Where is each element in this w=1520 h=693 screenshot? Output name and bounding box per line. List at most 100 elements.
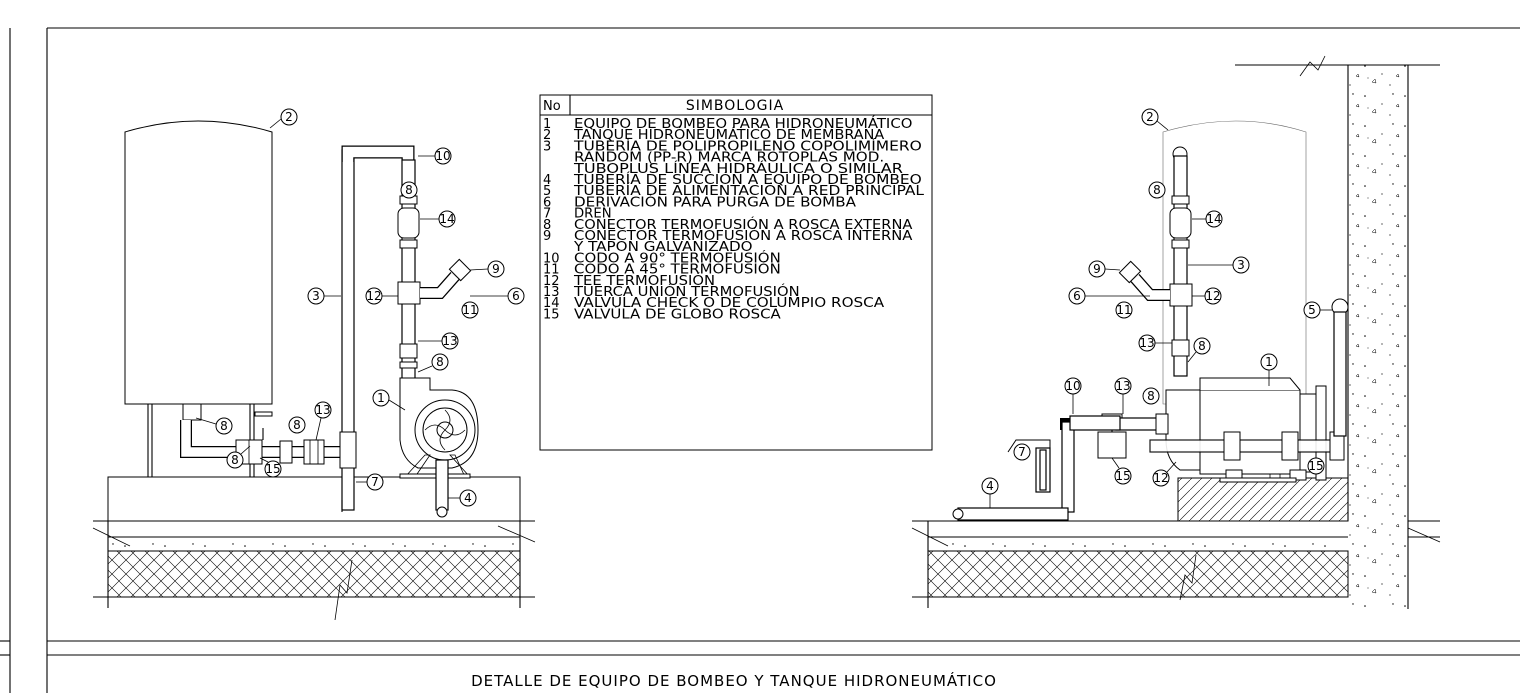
- callout-right-12b: 12: [1152, 461, 1177, 487]
- callout-right-8a: 8: [1148, 181, 1166, 199]
- symbology-row-text: TANQUE HIDRÓNEUMÁTICO DE MEMBRANA: [573, 127, 884, 143]
- callout-left-12: 12: [365, 287, 398, 305]
- svg-text:8: 8: [293, 418, 301, 432]
- svg-text:2: 2: [285, 110, 293, 124]
- svg-text:12: 12: [366, 289, 381, 303]
- svg-text:8: 8: [1147, 389, 1155, 403]
- svg-text:6: 6: [512, 289, 520, 303]
- callout-left-9: 9: [469, 260, 505, 278]
- right-elevation: [911, 55, 1441, 609]
- symbology-row-text: TUBERÍA DE POLIPROPILENO COPOLIMÍMERO: [573, 138, 922, 154]
- svg-text:12: 12: [1205, 289, 1220, 303]
- callout-left-13b: 13: [314, 401, 332, 441]
- symbology-row-text: CONECTOR TERMOFUSIÓN A ROSCA INTERNA: [574, 228, 913, 244]
- symbology-row-text: DERIVACIÓN PARA PURGA DE BOMBA: [574, 194, 856, 210]
- symbology-header-no: No: [543, 99, 561, 114]
- callout-right-8b: 8: [1187, 337, 1211, 363]
- callout-right-1: 1: [1260, 353, 1278, 386]
- symbology-row-text: TUERCA UNIÓN TERMOFUSIÓN: [573, 284, 800, 300]
- pump-right: [1165, 389, 1201, 471]
- callout-right-12: 12: [1192, 287, 1222, 305]
- svg-text:11: 11: [462, 303, 477, 317]
- callout-right-9: 9: [1088, 260, 1121, 278]
- symbology-row-number: 11: [543, 263, 560, 278]
- svg-text:4: 4: [986, 479, 994, 493]
- callout-right-3: 3: [1188, 256, 1250, 274]
- callout-left-8b: 8: [417, 353, 449, 373]
- svg-text:10: 10: [1065, 379, 1080, 393]
- svg-text:15: 15: [1308, 459, 1323, 473]
- symbology-row-text: TUBERÍA DE ALIMENTACIÓN A RED PRINCIPAL: [573, 183, 925, 199]
- symbology-row-number: 13: [543, 285, 560, 300]
- symbology-row-number: 3: [543, 139, 551, 154]
- symbology-row-text: RANDOM (PP-R) MARCA ROTOPLAS MOD.: [574, 151, 884, 166]
- left-elevation: [92, 120, 536, 621]
- tank-left: [124, 120, 273, 405]
- svg-text:1: 1: [377, 391, 385, 405]
- symbology-title: SIMBOLOGIA: [686, 98, 784, 114]
- callout-right-10: 10: [1064, 377, 1082, 414]
- symbology-row-number: 5: [543, 184, 551, 199]
- svg-text:2: 2: [1146, 110, 1154, 124]
- callout-right-15b: 15: [1307, 457, 1325, 475]
- symbology-row-text: EQUIPO DE BOMBEO PARA HIDRONEUMÁTICO: [574, 116, 912, 132]
- callout-left-4: 4: [448, 489, 477, 507]
- svg-text:8: 8: [1153, 183, 1161, 197]
- symbology-row-text: CODO A 45° TERMOFUSIÓN: [574, 262, 781, 278]
- callout-left-15: 15: [259, 457, 282, 478]
- symbology-row-number: 8: [543, 218, 551, 233]
- symbology-row-number: 7: [543, 207, 551, 222]
- symbology-row-number: 14: [543, 296, 560, 311]
- svg-text:8: 8: [436, 355, 444, 369]
- symbology-row-text: VALVULA CHECK O DE COLUMPIO ROSCA: [574, 296, 884, 311]
- symbology-row-number: 15: [543, 307, 560, 322]
- svg-text:8: 8: [1198, 339, 1206, 353]
- svg-text:13: 13: [315, 403, 330, 417]
- callout-right-6: 6: [1068, 287, 1150, 305]
- symbology-row-text: TUBERÍA DE SUCCIÓN A EQUIPO DE BOMBEO: [573, 172, 922, 188]
- callout-right-8c: 8: [1142, 387, 1160, 405]
- svg-text:13: 13: [442, 334, 457, 348]
- symbology-row-text: Y TAPON GALVANIZADO: [573, 240, 753, 255]
- callout-right-15a: 15: [1111, 457, 1132, 485]
- callout-left-10: 10: [418, 147, 452, 165]
- callout-left-1: 1: [372, 389, 406, 411]
- callout-left-8c: 8: [195, 417, 233, 435]
- callout-right-14: 14: [1192, 210, 1223, 228]
- svg-text:14: 14: [1206, 212, 1221, 226]
- callout-left-14: 14: [420, 210, 456, 228]
- callout-right-7: 7: [1013, 443, 1031, 461]
- symbology-row-text: CONECTOR TERMOFUSIÓN A ROSCA EXTERNA: [574, 217, 913, 233]
- svg-text:15: 15: [265, 462, 280, 476]
- symbology-row-text: TUBOPLUS LÍNEA HIDRÁULICA O SIMILAR: [573, 161, 903, 177]
- svg-text:5: 5: [1308, 303, 1316, 317]
- callout-left-13a: 13: [418, 332, 459, 350]
- svg-text:9: 9: [1093, 262, 1101, 276]
- svg-text:3: 3: [312, 289, 320, 303]
- svg-text:11: 11: [1116, 303, 1131, 317]
- svg-text:6: 6: [1073, 289, 1081, 303]
- tank-right: [1162, 120, 1307, 405]
- callout-right-13a: 13: [1138, 334, 1172, 352]
- left-callouts: 2 10 8 14 9 3 12 6 11 13 8 1 13 8 8 8 15…: [195, 108, 525, 507]
- callout-left-2: 2: [269, 108, 298, 129]
- symbology-row-number: 4: [543, 173, 551, 188]
- callout-left-7: 7: [356, 473, 384, 491]
- svg-text:13: 13: [1139, 336, 1154, 350]
- svg-text:14: 14: [439, 212, 454, 226]
- callout-left-6: 6: [470, 287, 525, 305]
- svg-text:8: 8: [231, 453, 239, 467]
- symbology-row-text: DREN: [574, 207, 612, 222]
- svg-text:7: 7: [1018, 445, 1026, 459]
- callout-left-3: 3: [307, 287, 341, 305]
- symbology-row-text: CODO A 90° TERMOFUSIÓN: [574, 250, 781, 266]
- drawing-title: DETALLE DE EQUIPO DE BOMBEO Y TANQUE HID…: [471, 671, 997, 690]
- svg-text:12: 12: [1153, 471, 1168, 485]
- callout-right-5: 5: [1303, 301, 1332, 319]
- svg-text:10: 10: [435, 149, 450, 163]
- callout-right-4: 4: [981, 477, 999, 508]
- svg-text:8: 8: [220, 419, 228, 433]
- svg-text:8: 8: [405, 183, 413, 197]
